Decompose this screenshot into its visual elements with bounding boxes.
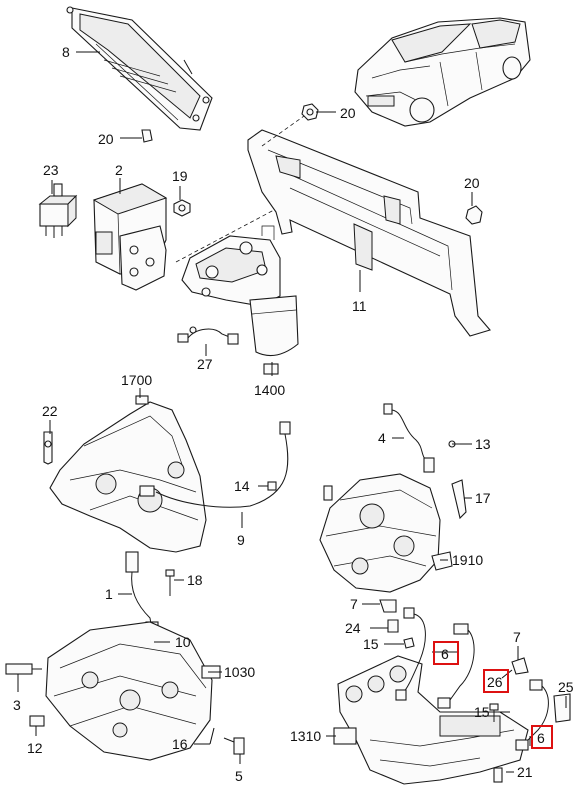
callout-12[interactable]: 12 xyxy=(27,740,43,756)
callout-21[interactable]: 21 xyxy=(517,764,533,780)
callout-20[interactable]: 20 xyxy=(340,105,356,121)
callout-27[interactable]: 27 xyxy=(197,356,213,372)
callout-4[interactable]: 4 xyxy=(378,430,386,446)
callout-1030[interactable]: 1030 xyxy=(224,664,255,680)
abs-modulator-part-1400 xyxy=(181,225,299,375)
callout-10[interactable]: 10 xyxy=(175,634,191,650)
o2-sensor-part-26 xyxy=(437,623,475,709)
callout-6[interactable]: 6 xyxy=(537,730,545,746)
callout-6[interactable]: 6 xyxy=(441,646,449,662)
highlight-boxes xyxy=(433,641,553,749)
callout-9[interactable]: 9 xyxy=(237,532,245,548)
callout-17[interactable]: 17 xyxy=(475,490,491,506)
bracket-part-7b xyxy=(511,657,529,675)
bolt-part-13 xyxy=(448,440,462,448)
ecu-module xyxy=(66,6,213,131)
bracket-part-25 xyxy=(553,693,571,723)
callout-25[interactable]: 25 xyxy=(558,679,574,695)
nut-part-20-right xyxy=(465,205,483,225)
callout-5[interactable]: 5 xyxy=(235,768,243,784)
callout-22[interactable]: 22 xyxy=(42,403,58,419)
callout-26[interactable]: 26 xyxy=(487,674,503,690)
callout-3[interactable]: 3 xyxy=(13,697,21,713)
transmission-part-1700 xyxy=(49,395,207,553)
sensor-part-5 xyxy=(223,737,245,755)
bolt-part-15b xyxy=(489,703,499,722)
relay-part-23 xyxy=(38,183,78,238)
callout-15[interactable]: 15 xyxy=(474,704,490,720)
bracket-part-22 xyxy=(43,431,53,465)
sensor-part-1 xyxy=(125,551,159,635)
callout-8[interactable]: 8 xyxy=(62,44,70,60)
callout-7[interactable]: 7 xyxy=(513,629,521,645)
vehicle-illustration xyxy=(354,17,531,127)
callout-19[interactable]: 19 xyxy=(172,168,188,184)
clip-part-20 xyxy=(141,129,153,143)
engine-block xyxy=(45,621,221,761)
sensor-part-12 xyxy=(29,715,45,727)
callout-18[interactable]: 18 xyxy=(187,572,203,588)
callout-24[interactable]: 24 xyxy=(345,620,361,636)
highlight-box-6b xyxy=(531,725,553,749)
exhaust-manifold-part-1310 xyxy=(333,655,529,785)
bolt-part-21 xyxy=(493,767,503,783)
leader-lines xyxy=(17,51,567,773)
callout-2[interactable]: 2 xyxy=(115,162,123,178)
callout-20[interactable]: 20 xyxy=(98,131,114,147)
clamp-part-17 xyxy=(451,479,467,520)
highlight-box-26 xyxy=(483,669,509,693)
control-unit-part-2 xyxy=(92,183,168,291)
callout-20[interactable]: 20 xyxy=(464,175,480,191)
auto-transmission-part-1910 xyxy=(319,473,453,593)
bracket-part-11 xyxy=(175,115,491,337)
callout-13[interactable]: 13 xyxy=(475,436,491,452)
callout-7[interactable]: 7 xyxy=(350,596,358,612)
callout-1[interactable]: 1 xyxy=(105,586,113,602)
callout-1310[interactable]: 1310 xyxy=(290,728,321,744)
nut-part-20-top xyxy=(301,103,319,121)
bolt-part-18 xyxy=(165,569,175,596)
sensor-part-4 xyxy=(383,403,435,473)
o2-sensor-part-6b xyxy=(515,679,549,751)
bracket-part-7a xyxy=(379,599,397,613)
callout-15[interactable]: 15 xyxy=(363,636,379,652)
o2-sensor-part-6a xyxy=(395,607,426,701)
callout-16[interactable]: 16 xyxy=(172,736,188,752)
callout-1700[interactable]: 1700 xyxy=(121,372,152,388)
bolt-part-15a xyxy=(403,637,415,649)
callout-labels: 8 20 20 20 23 2 19 11 27 1400 1700 22 14… xyxy=(13,44,574,784)
sensor-part-3 xyxy=(5,663,42,675)
highlight-box-6a xyxy=(433,641,459,665)
bolt-part-19 xyxy=(173,199,191,217)
callout-1910[interactable]: 1910 xyxy=(452,552,483,568)
callout-11[interactable]: 11 xyxy=(352,298,367,314)
sensor-harness-part-27 xyxy=(177,326,239,345)
callout-1400[interactable]: 1400 xyxy=(254,382,285,398)
callout-14[interactable]: 14 xyxy=(234,478,250,494)
clip-part-24 xyxy=(387,619,399,633)
callout-23[interactable]: 23 xyxy=(43,162,59,178)
